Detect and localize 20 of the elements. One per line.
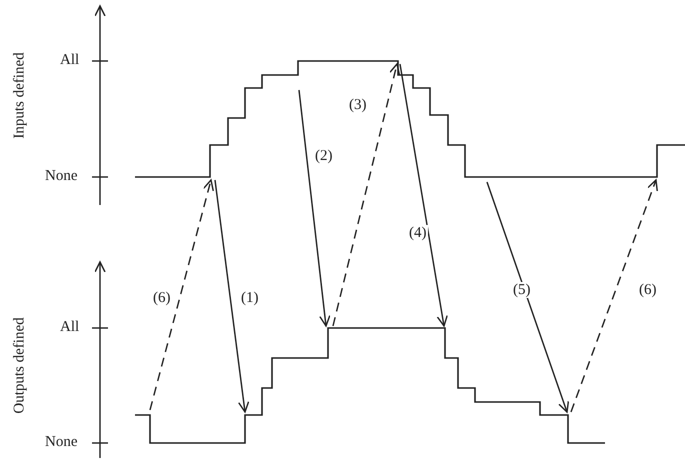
tick-label: None [45,434,78,451]
edge-label: (2) [314,148,334,164]
arrow [486,182,570,413]
arrow [149,179,214,410]
edge-label: (6) [638,282,658,298]
tick-label: All [60,319,80,336]
arrow [332,63,400,326]
tick-label: All [60,52,80,69]
tick-label: None [45,168,78,185]
edge-label: (5) [512,282,532,298]
arrow [298,90,331,327]
axis-title: Inputs defined [12,52,29,138]
arrow [570,179,658,412]
edge-label: (3) [348,97,368,113]
edge-label: (1) [240,290,260,306]
edge-label: (4) [408,225,428,241]
arrow [214,180,250,413]
axis-title: Outputs defined [12,316,29,414]
edge-label: (6) [152,290,172,306]
arrow [399,64,448,327]
